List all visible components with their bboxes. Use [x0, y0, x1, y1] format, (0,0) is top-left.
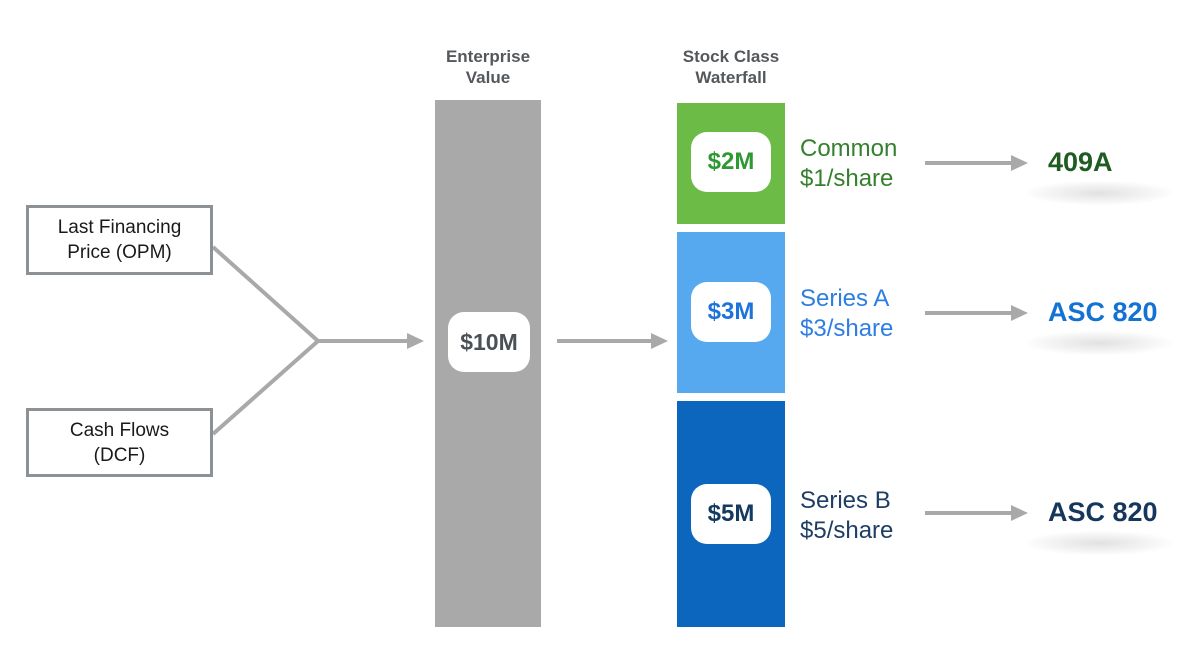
series-b-amount-badge: $5M: [691, 484, 771, 544]
input-box-cash-flows-line2: (DCF): [93, 444, 146, 466]
common-class-name: Common: [800, 135, 898, 162]
shadow-under-asc820-series-a: [1002, 327, 1197, 359]
input-box-last-financing-line2: Price (OPM): [67, 242, 172, 263]
series-b-price-per-share: $5/share: [800, 517, 894, 544]
common-price-per-share: $1/share: [800, 165, 894, 192]
input-box-last-financing-price: Last Financing Price (OPM): [26, 205, 213, 275]
common-amount-badge: $2M: [691, 132, 771, 192]
enterprise-value-header-line1: Enterprise: [445, 47, 531, 66]
converge-lines: [211, 245, 322, 436]
standard-label-asc820-series-b: ASC 820: [1048, 497, 1158, 527]
input-box-cash-flows-line1: Cash Flows: [69, 419, 170, 441]
input-box-last-financing-line1: Last Financing: [57, 217, 182, 238]
common-class-label: Common $1/share: [800, 134, 897, 194]
shadow-under-asc820-series-b: [1002, 527, 1197, 559]
input-box-cash-flows: Cash Flows (DCF): [26, 408, 213, 477]
series-b-class-name: Series B: [800, 487, 891, 514]
stock-class-waterfall-header-line2: Waterfall: [695, 68, 767, 87]
standard-label-409a: 409A: [1048, 147, 1113, 177]
series-a-class-label: Series A $3/share: [800, 284, 893, 344]
series-a-class-name: Series A: [800, 285, 890, 312]
standard-label-asc820-series-a: ASC 820: [1048, 297, 1158, 327]
enterprise-value-amount: $10M: [460, 328, 518, 355]
series-a-amount-badge: $3M: [691, 282, 771, 342]
enterprise-value-header: Enterprise Value: [408, 46, 568, 88]
enterprise-value-amount-badge: $10M: [448, 312, 530, 372]
series-b-amount: $5M: [707, 500, 755, 527]
common-amount: $2M: [707, 148, 755, 175]
enterprise-value-header-line2: Value: [465, 68, 511, 87]
series-b-class-label: Series B $5/share: [800, 486, 893, 546]
series-a-amount: $3M: [707, 298, 755, 325]
shadow-under-409a: [1002, 177, 1197, 209]
stock-class-waterfall-header-line1: Stock Class: [682, 47, 780, 66]
series-a-price-per-share: $3/share: [800, 315, 894, 342]
stock-class-waterfall-header: Stock Class Waterfall: [651, 46, 811, 88]
